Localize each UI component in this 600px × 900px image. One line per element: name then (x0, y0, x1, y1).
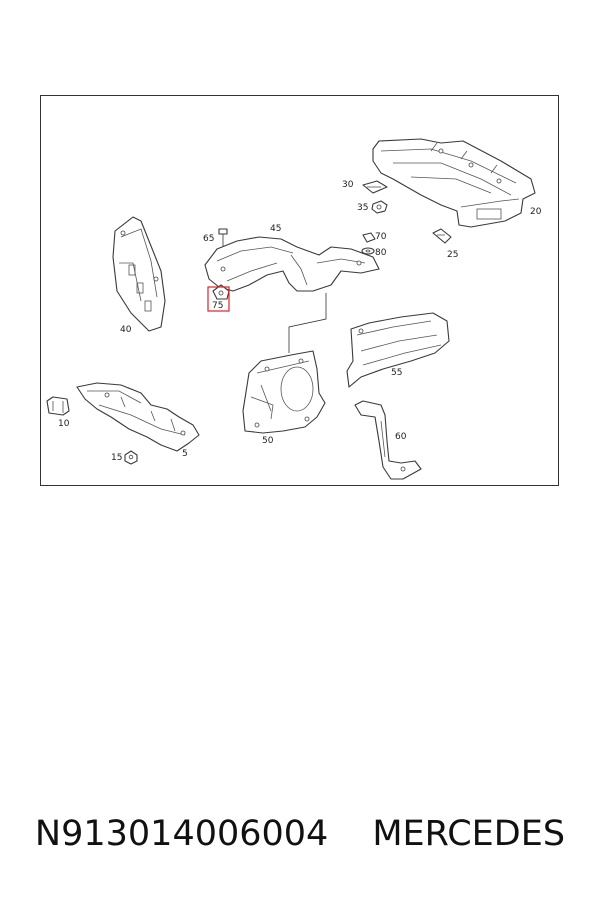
brand-name: MERCEDES (372, 814, 566, 854)
part-20-rear-panel (372, 138, 536, 228)
footer: N913014006004 MERCEDES (0, 806, 600, 862)
callout-45: 45 (270, 224, 281, 234)
callout-80: 80 (375, 248, 387, 258)
callout-75: 75 (212, 301, 223, 311)
part-60-bracket (354, 400, 422, 480)
part-55-curved-shield (346, 312, 450, 388)
leader-45-50 (288, 293, 327, 353)
part-15-nut (124, 450, 138, 465)
callout-60: 60 (395, 432, 407, 442)
callout-25: 25 (447, 250, 458, 260)
callout-30: 30 (342, 180, 354, 190)
part-65-screw (218, 228, 228, 246)
callout-40: 40 (120, 325, 132, 335)
part-number: N913014006004 (34, 814, 329, 854)
parts-diagram-frame: 5 10 15 20 25 30 35 40 45 50 55 60 65 70… (40, 95, 559, 486)
callout-70: 70 (375, 232, 387, 242)
highlight-box-75 (207, 286, 230, 312)
part-75-clip (212, 284, 230, 300)
part-50-center-panel (242, 350, 326, 434)
part-45-heat-shield (204, 236, 380, 292)
part-25-clip-nut (432, 228, 452, 244)
part-10-rubber-block (46, 396, 70, 416)
part-70-fastener (362, 232, 376, 243)
part-35-nut (371, 200, 388, 214)
callout-65: 65 (203, 234, 214, 244)
part-40-side-shield (112, 216, 166, 332)
parts-diagram: 5 10 15 20 25 30 35 40 45 50 55 60 65 70… (46, 138, 542, 480)
callout-15: 15 (111, 453, 122, 463)
part-30-clip (362, 180, 388, 194)
callout-20: 20 (530, 207, 542, 217)
callout-10: 10 (58, 419, 70, 429)
callout-5: 5 (182, 449, 188, 459)
part-80-washer (361, 247, 375, 255)
part-5-lower-shield (76, 382, 200, 452)
callout-55: 55 (391, 368, 402, 378)
callout-50: 50 (262, 436, 274, 446)
callout-35: 35 (357, 203, 368, 213)
